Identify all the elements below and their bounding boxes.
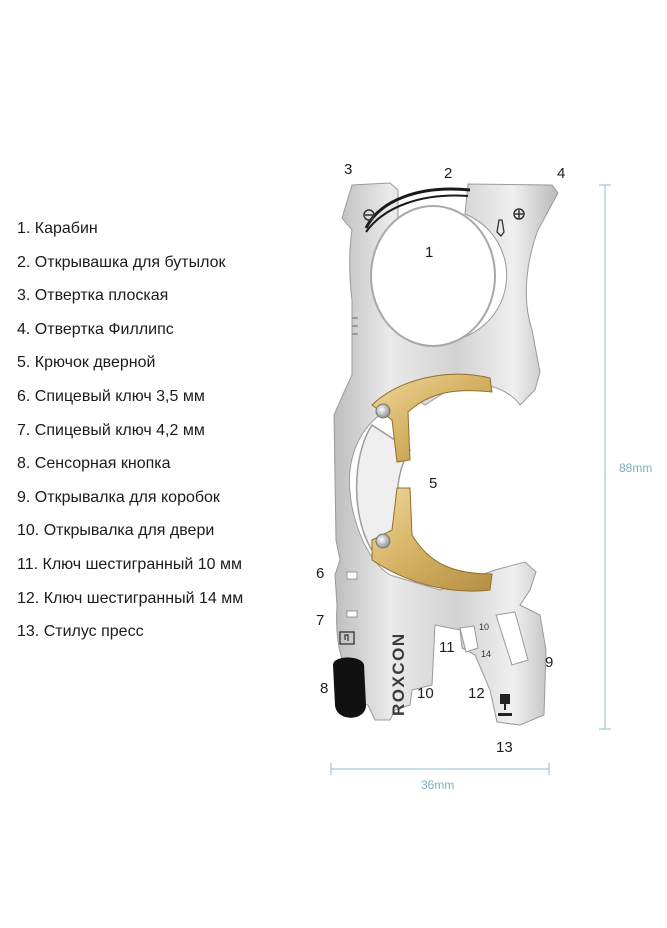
callout-13: 13	[496, 739, 513, 756]
legend-item: 8. Сенсорная кнопка	[17, 455, 171, 473]
spoke-wrench-slot	[346, 610, 358, 618]
brass-hook-lower	[371, 487, 493, 592]
callout-2: 2	[444, 165, 452, 182]
callout-5: 5	[429, 475, 437, 492]
height-dimension	[599, 184, 611, 730]
callout-9: 9	[545, 654, 553, 671]
stylus-press-icon	[500, 694, 510, 710]
carabiner-wire	[365, 194, 469, 233]
spoke-wrench-slot	[346, 571, 358, 580]
callout-1: 1	[425, 244, 433, 261]
brand-logo: ROXCON	[389, 632, 408, 716]
legend-item: 5. Крючок дверной	[17, 354, 156, 372]
rivet	[375, 533, 391, 549]
carabiner-ring	[370, 205, 496, 347]
callout-3: 3	[344, 161, 352, 178]
legend-item: 2. Открывашка для бутылок	[17, 253, 226, 271]
legend-item: 7. Спицевый ключ 4,2 мм	[17, 421, 205, 439]
hex-14-mark: 14	[481, 649, 491, 659]
width-dimension	[330, 763, 550, 775]
width-label: 36mm	[421, 778, 454, 792]
callout-7: 7	[316, 612, 324, 629]
rivet	[375, 403, 391, 419]
legend-item: 4. Отвертка Филлипс	[17, 320, 174, 338]
brass-hook-upper	[371, 373, 493, 463]
callout-8: 8	[320, 680, 328, 697]
height-label: 88mm	[619, 461, 652, 475]
callout-4: 4	[557, 165, 565, 182]
callout-6: 6	[316, 565, 324, 582]
flat-screwdriver-icon	[363, 209, 375, 221]
callout-12: 12	[468, 685, 485, 702]
bottle-icon	[496, 219, 505, 237]
scale-notches	[352, 317, 358, 335]
phillips-screwdriver-icon	[513, 208, 525, 220]
touch-icon	[339, 631, 355, 645]
legend-item: 6. Спицевый ключ 3,5 мм	[17, 387, 205, 405]
hex-wrench-notch	[495, 611, 529, 666]
legend-list: 1. Карабин 2. Открывашка для бутылок 3. …	[17, 212, 243, 649]
legend-item: 9. Открывалка для коробок	[17, 488, 220, 506]
legend-item: 13. Стилус пресс	[17, 623, 144, 641]
legend-item: 12. Ключ шестигранный 14 мм	[17, 589, 244, 607]
hex-wrench-notch	[459, 625, 479, 653]
callout-10: 10	[417, 685, 434, 702]
callout-11: 11	[439, 639, 455, 656]
stylus-tip	[333, 657, 366, 718]
legend-item: 1. Карабин	[17, 220, 98, 237]
legend-item: 10. Открывалка для двери	[17, 522, 215, 540]
hex-10-mark: 10	[479, 622, 489, 632]
legend-item: 11. Ключ шестигранный 10 мм	[17, 555, 243, 573]
legend-item: 3. Отвертка плоская	[17, 287, 169, 305]
